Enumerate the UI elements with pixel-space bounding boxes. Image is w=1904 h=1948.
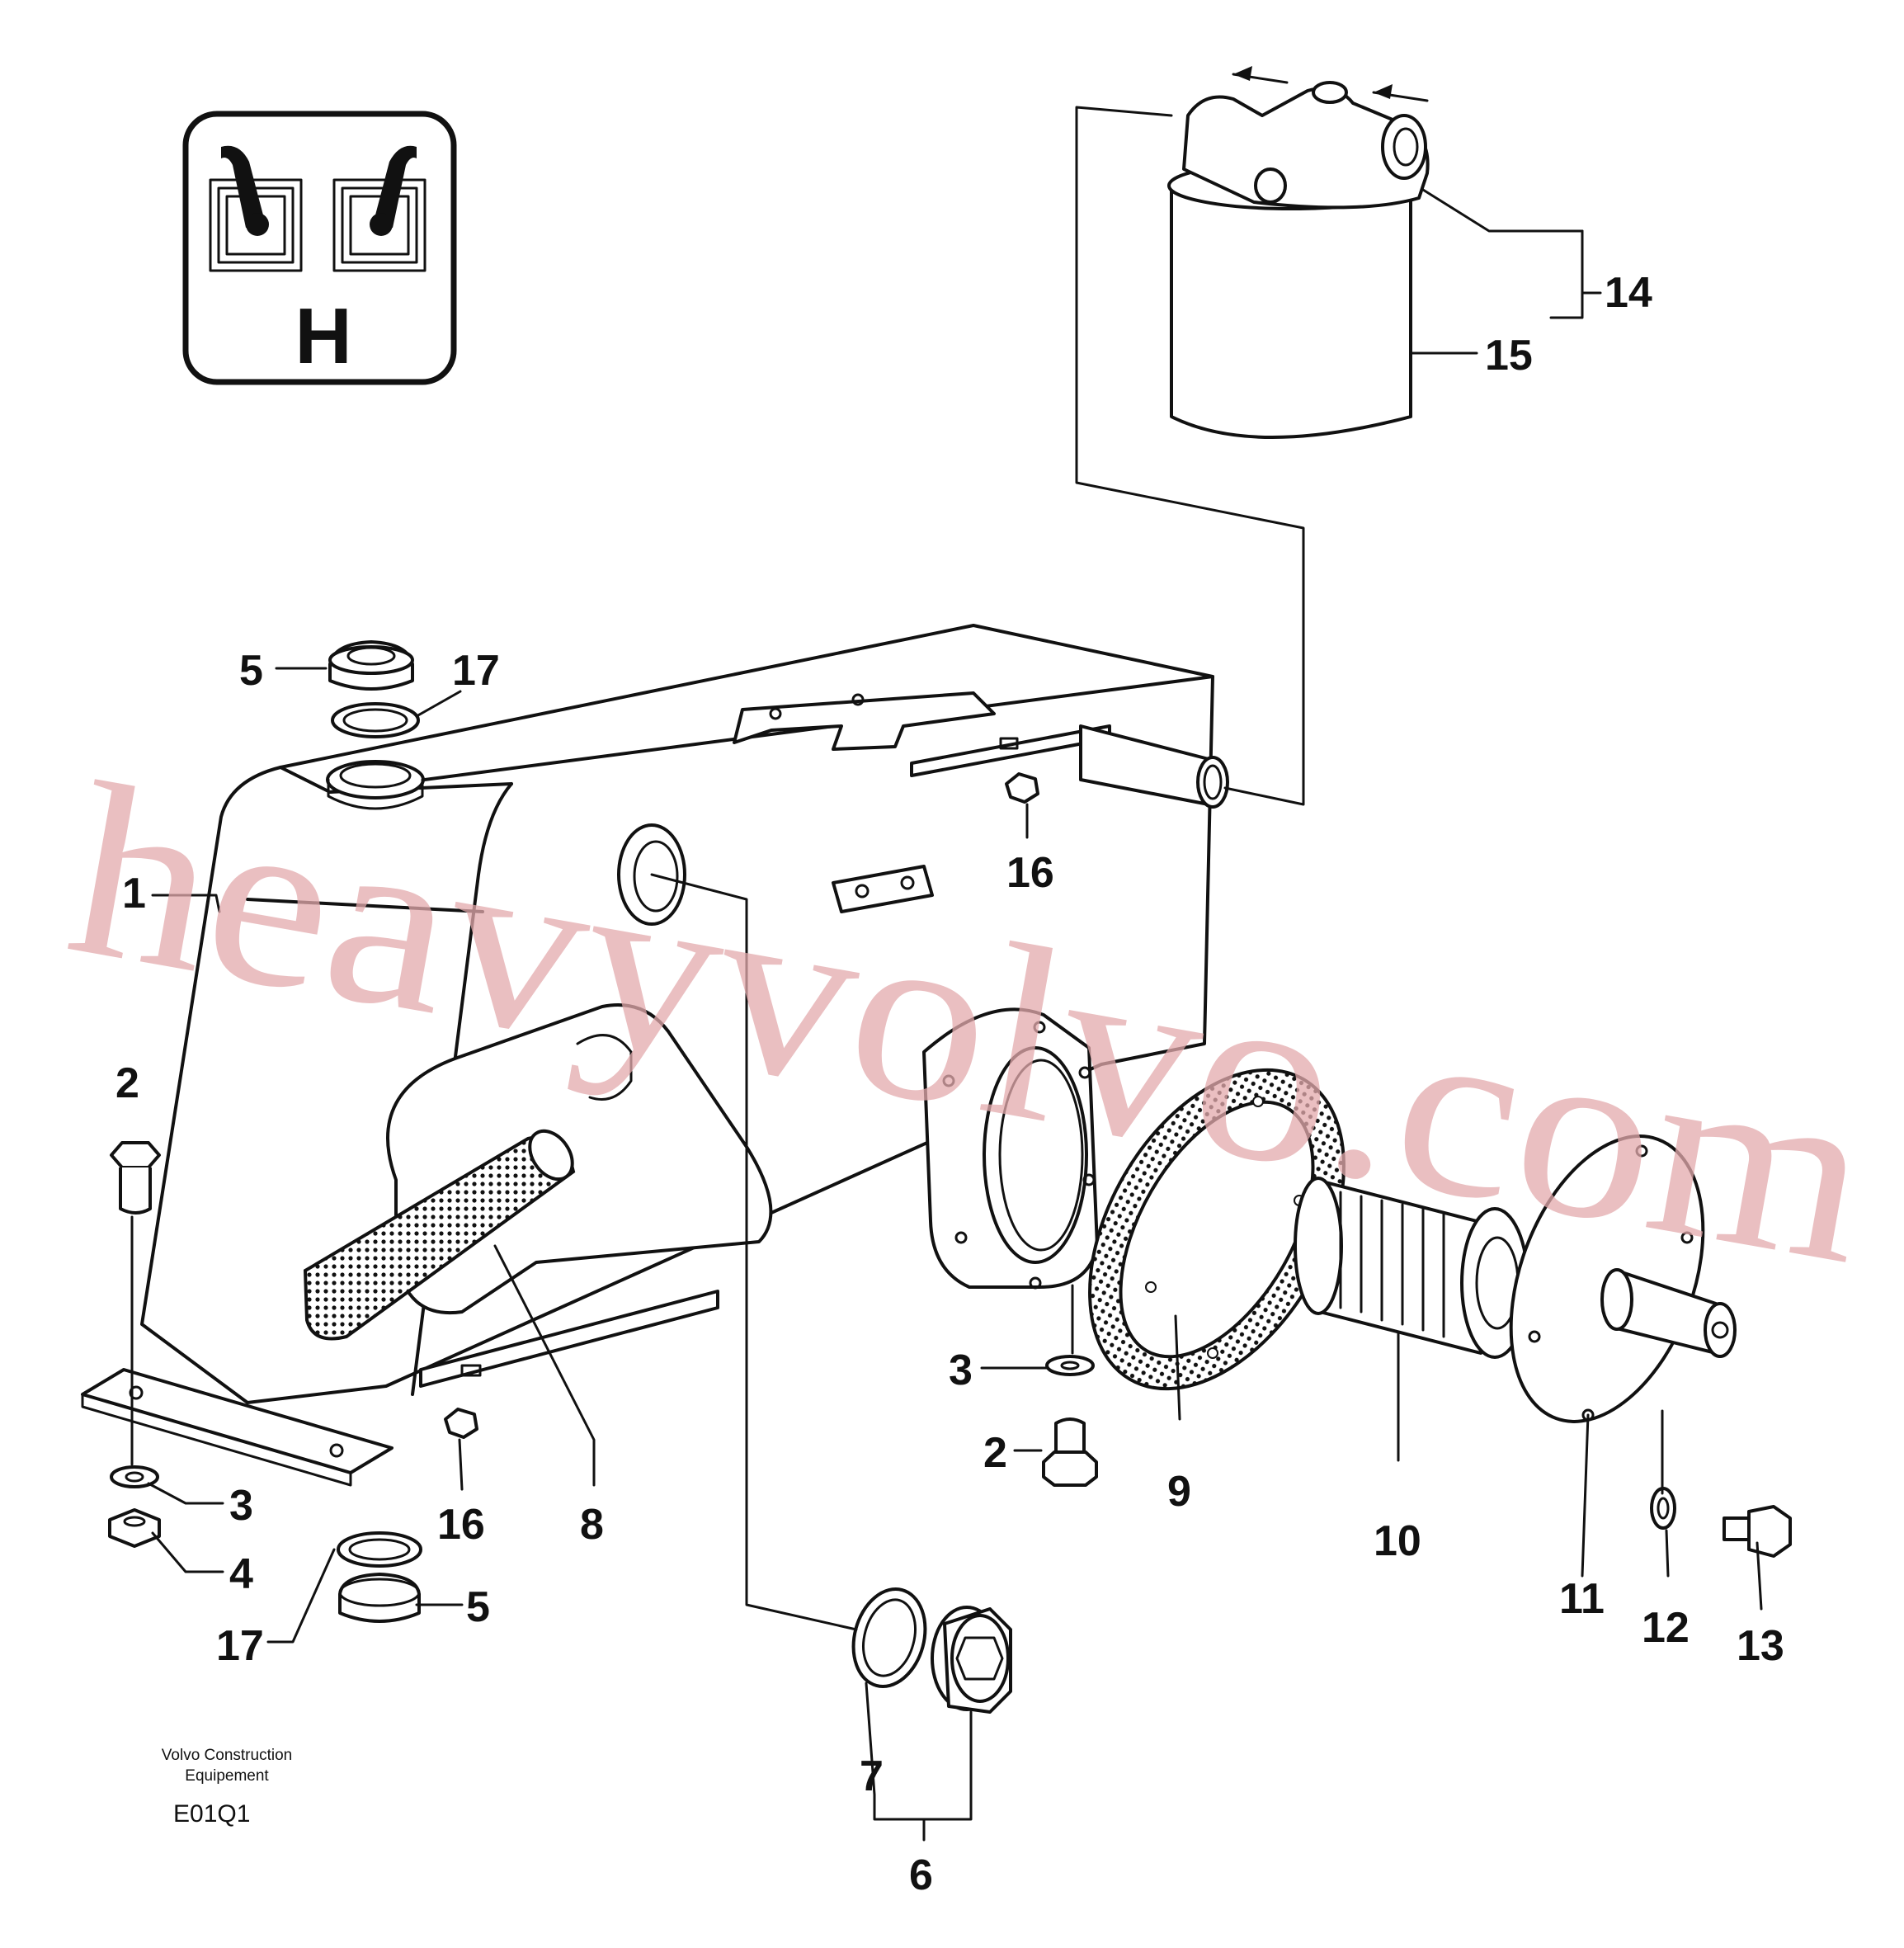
callout-7: 7 — [860, 1752, 884, 1800]
plug-6 — [931, 1606, 1012, 1714]
callout-17-bottom: 17 — [216, 1622, 264, 1670]
callout-13: 13 — [1737, 1622, 1784, 1670]
callout-14: 14 — [1605, 269, 1652, 317]
callout-2-left: 2 — [115, 1059, 139, 1107]
callout-16-top: 16 — [1006, 849, 1054, 897]
screw-left — [110, 1141, 161, 1215]
callout-6: 6 — [909, 1851, 933, 1899]
callout-10: 10 — [1374, 1517, 1421, 1565]
callout-11: 11 — [1559, 1575, 1605, 1623]
callout-12: 12 — [1642, 1604, 1690, 1652]
seal-ring-bottom — [337, 1531, 422, 1568]
filter-cover — [1509, 1134, 1737, 1423]
seal-ring-top — [331, 702, 420, 738]
callout-16-bottom: 16 — [437, 1501, 485, 1549]
washer-right — [1045, 1355, 1095, 1376]
drawing-code: E01Q1 — [173, 1800, 250, 1828]
caption-line-2: Equipement — [185, 1767, 269, 1785]
nut-16-bottom — [444, 1408, 478, 1439]
suction-strainer — [303, 1129, 576, 1341]
callout-8: 8 — [580, 1501, 604, 1549]
breather-cap-top — [328, 640, 414, 691]
callout-5-top: 5 — [239, 647, 263, 695]
callout-2-right: 2 — [983, 1429, 1007, 1477]
callout-5-bottom: 5 — [466, 1583, 490, 1631]
o-ring-7 — [851, 1587, 927, 1688]
callouts: 1 2 3 4 5 17 17 5 16 16 8 7 6 3 2 9 10 1… — [115, 269, 1784, 1899]
callout-17-top: 17 — [452, 647, 500, 695]
washer-left — [110, 1465, 159, 1488]
callout-9: 9 — [1167, 1468, 1191, 1516]
breather-cap-bottom — [338, 1573, 421, 1623]
washer-12 — [1650, 1487, 1676, 1530]
return-filter — [1167, 66, 1430, 439]
screw-right — [1042, 1417, 1098, 1487]
callout-1: 1 — [122, 870, 146, 917]
symbol-letter: H — [295, 292, 351, 380]
hydraulic-symbol-icon: H — [182, 111, 457, 385]
leader-lines — [130, 106, 1763, 1842]
nut-left — [108, 1508, 161, 1548]
nut-16-top — [1005, 772, 1039, 804]
callout-4: 4 — [229, 1550, 253, 1598]
caption-line-1: Volvo Construction — [162, 1747, 292, 1764]
callout-3-left: 3 — [229, 1482, 253, 1530]
caption: Volvo Construction Equipement E01Q1 — [162, 1747, 292, 1828]
gasket — [1088, 1068, 1346, 1391]
screw-13 — [1723, 1505, 1792, 1558]
callout-3-right: 3 — [949, 1347, 973, 1394]
callout-15: 15 — [1485, 332, 1533, 380]
